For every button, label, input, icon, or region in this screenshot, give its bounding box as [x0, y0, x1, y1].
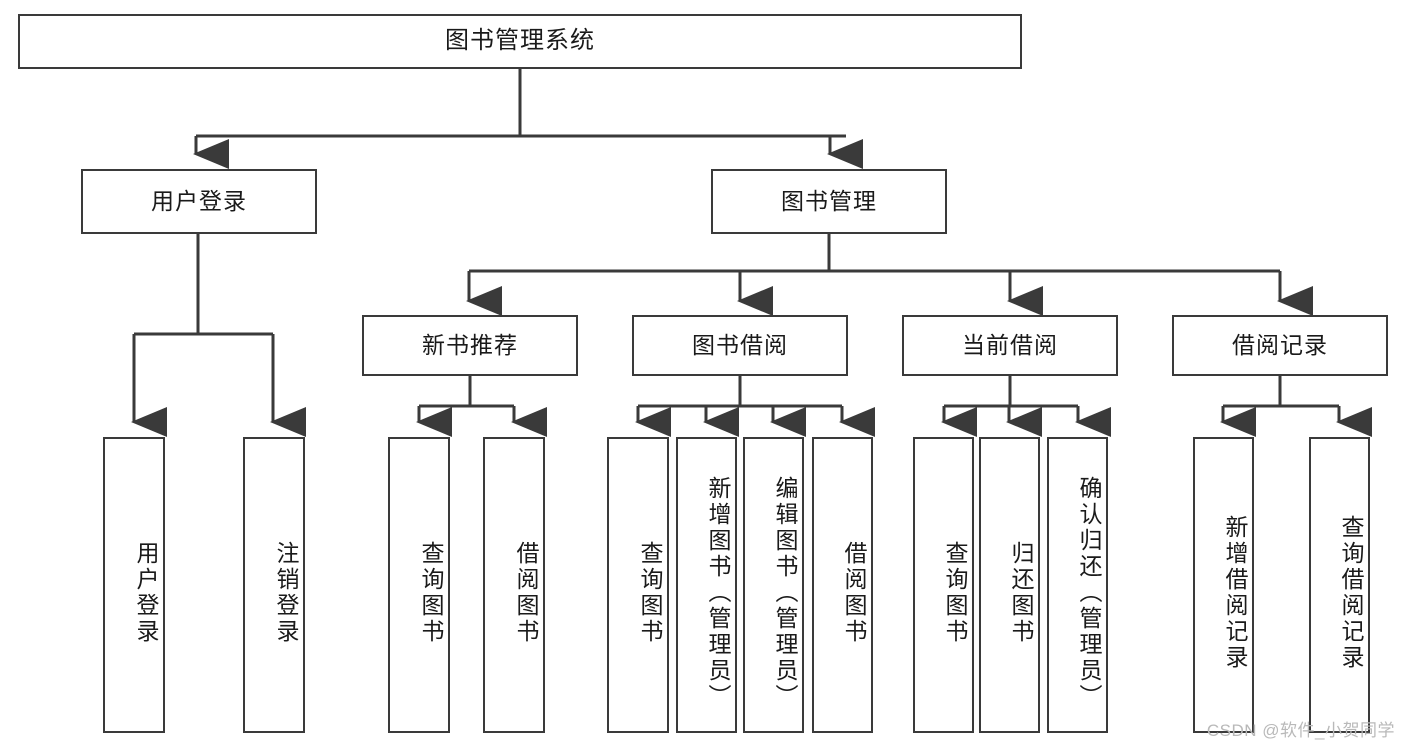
csdn-watermark: CSDN @软件_小贺同学 — [1206, 721, 1395, 740]
node-new-book-recommend[interactable]: 新书推荐 — [362, 315, 578, 376]
leaf-book-borrow-edit-book-admin[interactable]: 编辑图书（管理员） — [743, 437, 804, 733]
leaf-new-book-borrow-books[interactable]: 借阅图书 — [483, 437, 545, 733]
leaf-label: 查询图书 — [942, 541, 968, 645]
leaf-label: 查询借阅记录 — [1338, 515, 1364, 671]
leaf-user-login-login[interactable]: 用户登录 — [103, 437, 165, 733]
leaf-label: 新增借阅记录 — [1222, 515, 1248, 671]
leaf-new-book-query-books[interactable]: 查询图书 — [388, 437, 450, 733]
leaf-user-login-logout[interactable]: 注销登录 — [243, 437, 305, 733]
node-user-login[interactable]: 用户登录 — [81, 169, 317, 234]
leaf-current-borrow-return-books[interactable]: 归还图书 — [979, 437, 1040, 733]
node-book-management[interactable]: 图书管理 — [711, 169, 947, 234]
leaf-label: 编辑图书（管理员） — [772, 476, 798, 710]
leaf-label: 新增图书（管理员） — [705, 476, 731, 710]
leaf-book-borrow-add-book-admin[interactable]: 新增图书（管理员） — [676, 437, 737, 733]
leaf-current-borrow-confirm-return-admin[interactable]: 确认归还（管理员） — [1047, 437, 1108, 733]
node-book-borrow[interactable]: 图书借阅 — [632, 315, 848, 376]
leaf-label: 查询图书 — [418, 541, 444, 645]
leaf-label: 用户登录 — [133, 541, 159, 645]
leaf-label: 归还图书 — [1008, 541, 1034, 645]
leaf-borrow-records-add-record[interactable]: 新增借阅记录 — [1193, 437, 1254, 733]
node-root-book-management-system[interactable]: 图书管理系统 — [18, 14, 1022, 69]
leaf-label: 借阅图书 — [841, 541, 867, 645]
leaf-label: 注销登录 — [273, 541, 299, 645]
node-current-borrow[interactable]: 当前借阅 — [902, 315, 1118, 376]
leaf-label: 查询图书 — [637, 541, 663, 645]
leaf-label: 借阅图书 — [513, 541, 539, 645]
leaf-current-borrow-query-books[interactable]: 查询图书 — [913, 437, 974, 733]
leaf-book-borrow-query-books[interactable]: 查询图书 — [607, 437, 669, 733]
node-borrow-records[interactable]: 借阅记录 — [1172, 315, 1388, 376]
leaf-borrow-records-query-record[interactable]: 查询借阅记录 — [1309, 437, 1370, 733]
leaf-book-borrow-borrow-books[interactable]: 借阅图书 — [812, 437, 873, 733]
leaf-label: 确认归还（管理员） — [1076, 476, 1102, 710]
